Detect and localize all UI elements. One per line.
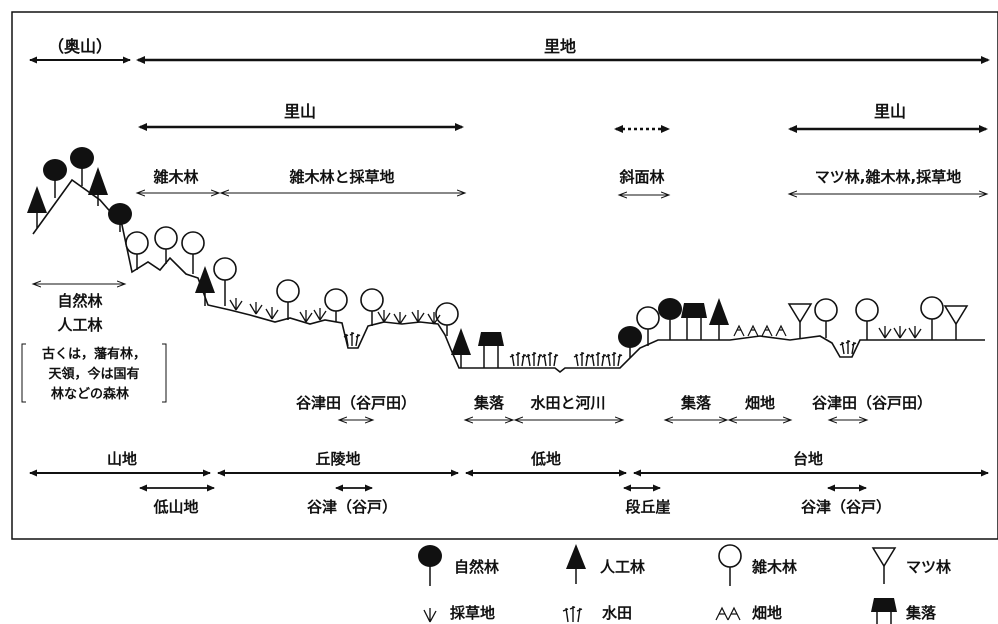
- yatsu-right-label: 谷津（谷戸）: [801, 498, 891, 516]
- coppice-tree: [154, 226, 178, 264]
- yatsuda-left-label: 谷津田（谷戸田）: [296, 394, 416, 412]
- grass-tuft: [249, 302, 263, 315]
- rice-paddy-icon: [589, 352, 607, 367]
- satoyama-left-label: 里山: [284, 102, 316, 121]
- coppice-tree: [324, 288, 348, 322]
- field-icon: [747, 324, 759, 337]
- history-line-3: 林などの森林: [51, 386, 129, 402]
- diagram-frame: [11, 11, 998, 540]
- artificial-forest-tree: [195, 266, 215, 306]
- rice-paddy-icon: [605, 352, 623, 367]
- legend-coppice-label: 雑木林: [751, 558, 798, 576]
- yatsu-left-label: 谷津（谷戸）: [307, 498, 397, 516]
- suiden-kasen-label: 水田と河川: [530, 394, 605, 412]
- legend-pine-label: マツ林: [906, 558, 952, 576]
- field-icon: [775, 324, 787, 337]
- artificial-forest-tree: [451, 328, 471, 368]
- pine-tree: [787, 303, 813, 338]
- dankyugai-label: 段丘崖: [625, 498, 670, 516]
- artificial-forest-tree: [88, 167, 108, 206]
- legend-rice-label: 水田: [602, 604, 632, 622]
- history-line-2: 天領，今は国有: [48, 366, 139, 382]
- grass-tuft: [427, 312, 441, 325]
- yatsuda-right-label: 谷津田（谷戸田）: [812, 394, 932, 412]
- settlement-icon: [681, 303, 707, 340]
- field-icon: [733, 324, 745, 337]
- legend-artificial-forest-label: 人工林: [600, 558, 646, 576]
- grass-tuft: [299, 310, 313, 323]
- grass-tuft: [229, 298, 243, 311]
- grass-tuft: [377, 310, 391, 323]
- coppice-tree: [213, 257, 237, 306]
- field-icon: [761, 324, 773, 337]
- matsu-combo-label: マツ林,雑木林,採草地: [815, 168, 961, 186]
- legend-field-icon: [715, 606, 741, 621]
- legend-artificial-forest-icon: [566, 544, 586, 584]
- natural-forest-tree: [618, 326, 642, 358]
- daichi-label: 台地: [793, 450, 823, 468]
- kyouryouchi-label: 丘陵地: [315, 450, 360, 468]
- rice-paddy-icon: [343, 332, 361, 347]
- zoukirin-label: 雑木林: [152, 168, 199, 186]
- pine-tree: [943, 305, 969, 340]
- legend-rice-icon: [562, 606, 583, 623]
- artificial-forest-tree: [709, 298, 729, 340]
- legend-settlement-icon: [871, 598, 897, 624]
- okuyama-label: （奥山）: [48, 37, 112, 56]
- natural-forest-tree: [108, 203, 132, 232]
- jinkourin-label: 人工林: [57, 316, 103, 334]
- grass-tuft: [908, 326, 922, 339]
- legend-natural-forest-icon: [418, 545, 442, 586]
- legend-coppice-icon: [718, 544, 742, 586]
- settlement-icon: [478, 332, 504, 368]
- coppice-tree: [814, 298, 838, 338]
- grass-tuft: [411, 310, 425, 323]
- coppice-tree: [181, 231, 205, 274]
- satoyama-right-label: 里山: [874, 102, 906, 121]
- legend-grass-label: 採草地: [450, 604, 495, 622]
- coppice-tree: [636, 306, 660, 346]
- hatachi-label: 畑地: [744, 394, 775, 412]
- coppice-tree: [855, 298, 879, 340]
- legend-settlement-label: 集落: [905, 604, 937, 622]
- grass-tuft: [393, 312, 407, 325]
- shuraku-right-label: 集落: [680, 394, 712, 412]
- artificial-forest-tree: [27, 186, 47, 228]
- shamenrin-label: 斜面林: [618, 168, 665, 186]
- rice-paddy-icon: [839, 340, 857, 355]
- satochi-label: 里地: [544, 37, 576, 56]
- legend: 自然林 人工林 雑木林 マツ林 採草地 水田 畑地 集落: [418, 544, 952, 624]
- right-bracket: [162, 343, 167, 403]
- left-bracket: [21, 343, 26, 403]
- rice-paddy-icon: [509, 352, 527, 367]
- coppice-tree: [920, 296, 944, 340]
- rice-paddy-icon: [525, 352, 543, 367]
- teisanchi-label: 低山地: [152, 498, 198, 516]
- natural-forest-tree: [70, 147, 94, 186]
- rice-paddy-icon: [573, 352, 591, 367]
- legend-pine-icon: [871, 547, 897, 584]
- history-line-1: 古くは，藩有林，: [42, 346, 146, 362]
- zoukirin-saisouchi-label: 雑木林と採草地: [288, 168, 394, 186]
- grass-tuft: [893, 326, 907, 339]
- natural-forest-tree: [658, 298, 682, 340]
- grass-tuft: [265, 307, 279, 320]
- legend-grass-icon: [423, 608, 437, 623]
- rice-paddy-icon: [541, 352, 559, 367]
- coppice-tree: [276, 279, 300, 320]
- shuraku-left-label: 集落: [473, 394, 505, 412]
- sanchi-label: 山地: [107, 450, 137, 468]
- grass-tuft: [313, 308, 327, 321]
- grass-tuft: [878, 326, 892, 339]
- legend-field-label: 畑地: [751, 604, 782, 622]
- coppice-tree: [360, 288, 384, 326]
- coppice-tree: [435, 302, 459, 336]
- shizenrin-label: 自然林: [57, 292, 103, 310]
- teichi-label: 低地: [530, 450, 561, 468]
- legend-natural-forest-label: 自然林: [454, 558, 500, 576]
- coppice-tree: [125, 231, 149, 270]
- natural-forest-tree: [43, 159, 67, 198]
